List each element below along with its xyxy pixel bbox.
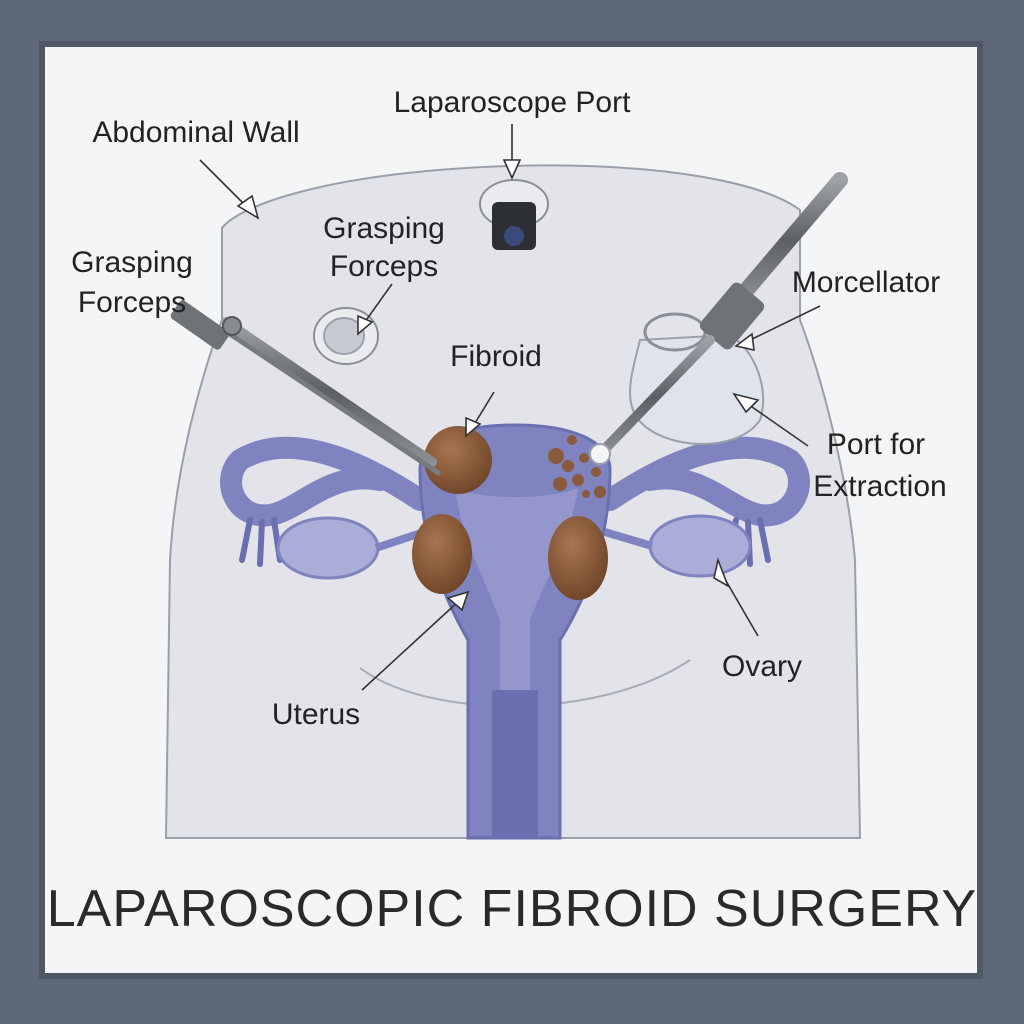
label-fibroid: Fibroid xyxy=(450,340,542,373)
label-grasping-forceps-mid-line2: Forceps xyxy=(330,250,438,283)
label-grasping-forceps-left-line1: Grasping xyxy=(71,246,193,279)
label-uterus: Uterus xyxy=(272,698,360,731)
label-grasping-forceps-left-line2: Forceps xyxy=(78,286,186,319)
ovarian-ligament-right xyxy=(596,526,654,550)
fibroid-grasped xyxy=(424,426,492,494)
label-grasping-forceps-mid-line1: Grasping xyxy=(323,212,445,245)
laparoscope-port-icon xyxy=(479,179,549,250)
label-laparoscope-port: Laparoscope Port xyxy=(394,86,631,119)
cervix xyxy=(492,690,538,838)
fallopian-tube-right xyxy=(599,436,810,527)
morcellated-fragments xyxy=(548,435,606,498)
label-ovary: Ovary xyxy=(722,650,802,683)
ovary-left xyxy=(276,516,380,580)
extraction-port-bag xyxy=(629,333,765,445)
diagram-title: LAPAROSCOPIC FIBROID SURGERY xyxy=(47,880,977,938)
fibroid-right xyxy=(548,516,608,600)
grasping-forceps-instrument xyxy=(170,300,442,477)
ovary-right xyxy=(648,514,752,578)
fallopian-tube-left xyxy=(220,436,431,527)
label-abdominal-wall: Abdominal Wall xyxy=(92,116,299,149)
label-morcellator: Morcellator xyxy=(792,266,940,299)
label-pointers xyxy=(199,124,821,691)
morcellator-instrument xyxy=(589,172,848,465)
uterine-cavity xyxy=(455,488,578,690)
fibroid-left xyxy=(412,514,472,594)
label-port-for-extraction-line1: Port for xyxy=(827,428,925,461)
label-port-for-extraction-line2: Extraction xyxy=(813,470,946,503)
